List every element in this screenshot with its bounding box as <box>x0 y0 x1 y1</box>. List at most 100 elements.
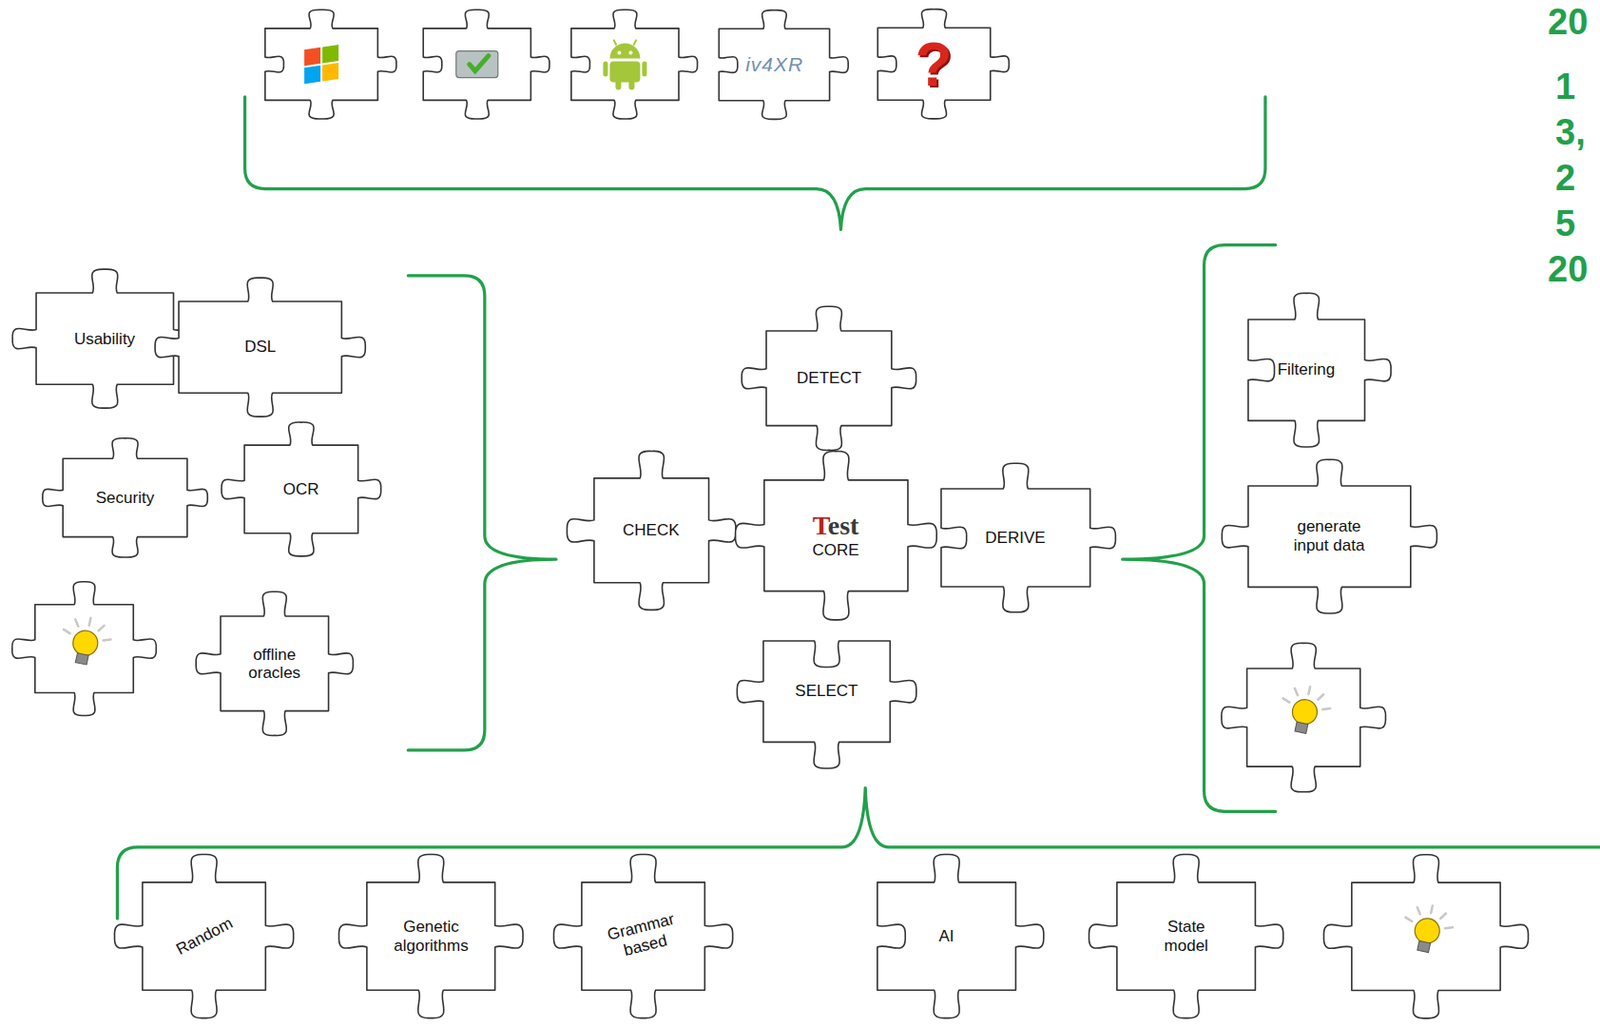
decor-shape <box>1417 940 1431 952</box>
decor-shape <box>70 628 100 658</box>
puzzle-piece: Filtering <box>1219 290 1393 449</box>
android-arm <box>602 61 608 78</box>
android-eye <box>616 51 621 56</box>
piece-icon <box>1276 681 1334 737</box>
piece-label: SELECT <box>794 681 858 701</box>
piece-body: iv4XR <box>718 28 829 101</box>
piece-outline <box>571 9 698 119</box>
piece-outline <box>12 581 157 716</box>
piece-label: Test <box>812 511 860 541</box>
decor-pieces <box>12 9 1529 1019</box>
piece-outline <box>1221 642 1387 792</box>
piece-outline <box>42 438 209 558</box>
piece-body: ? <box>877 28 990 101</box>
piece-outline <box>154 277 366 417</box>
puzzle-piece: OCR <box>219 420 384 559</box>
piece-label: Genetic algorithms <box>385 917 477 955</box>
piece-outline <box>741 306 916 450</box>
puzzle-piece: State model <box>1086 851 1286 1021</box>
slide-number: 3, <box>1555 114 1586 151</box>
decor-shape <box>1430 906 1433 914</box>
piece-outline <box>423 9 550 119</box>
puzzle-piece: generate input data <box>1219 457 1440 616</box>
android-antenna <box>633 39 637 46</box>
decor-shape <box>322 44 339 63</box>
puzzle-piece: Security <box>40 436 210 560</box>
piece-body: Filtering <box>1248 319 1366 421</box>
piece-outline <box>877 9 1009 119</box>
piece-body: State model <box>1117 882 1256 990</box>
piece-label: CHECK <box>622 520 680 540</box>
slide-number: 20 <box>1547 3 1588 40</box>
piece-outline <box>265 9 397 119</box>
piece-label: Filtering <box>1277 360 1335 380</box>
decor-shape <box>89 617 92 626</box>
piece-label: Grammar based <box>598 908 687 964</box>
piece-outline <box>553 854 733 1019</box>
slide-number: 2 <box>1555 159 1576 196</box>
piece-body: DERIVE <box>941 488 1091 587</box>
check-mark <box>469 56 489 72</box>
puzzle-piece: ? <box>857 7 1011 121</box>
piece-icon <box>304 44 339 84</box>
piece-body: DETECT <box>766 330 892 426</box>
decor-shape <box>1405 917 1413 922</box>
piece-outline <box>736 640 917 769</box>
android-leg <box>615 80 621 91</box>
slide-number: 5 <box>1555 205 1576 242</box>
android-eye <box>628 51 633 56</box>
puzzle-piece: offline oracles <box>193 589 356 738</box>
piece-label: AI <box>938 926 954 946</box>
piece-label: DETECT <box>796 368 862 388</box>
puzzle-piece: Genetic algorithms <box>336 851 526 1021</box>
piece-outline <box>718 9 849 119</box>
android-head <box>609 43 640 59</box>
puzzle-piece: AI <box>847 851 1046 1021</box>
piece-label: Usability <box>74 329 135 349</box>
decor-shape <box>75 653 89 665</box>
piece-outline <box>877 854 1044 1019</box>
lightbulb-icon <box>57 613 115 669</box>
windows-logo <box>304 44 339 84</box>
lightbulb-icon <box>1399 900 1457 956</box>
decor-piece <box>1221 642 1387 792</box>
decor-shape <box>1293 688 1300 695</box>
piece-icon <box>57 613 115 669</box>
slide-number: 1 <box>1555 68 1576 105</box>
decor-piece <box>265 9 397 119</box>
piece-icon <box>456 51 499 78</box>
piece-label: DSL <box>244 337 276 357</box>
piece-outline <box>115 854 294 1019</box>
piece-outline <box>734 451 937 620</box>
brackets <box>116 96 1600 919</box>
piece-body: Grammar based <box>580 882 704 990</box>
piece-outline <box>221 422 382 557</box>
piece-body: Security <box>62 459 188 538</box>
decor-piece <box>12 581 157 716</box>
decor-shape <box>1322 706 1331 711</box>
decor-shape <box>98 624 105 632</box>
puzzle-piece: SELECT <box>734 612 919 771</box>
piece-body: DSL <box>178 301 342 393</box>
piece-label: offline oracles <box>240 645 309 683</box>
decor-shape <box>1282 697 1291 702</box>
puzzle-piece: Random <box>112 851 296 1021</box>
piece-body: OCR <box>244 444 359 534</box>
piece-body: AI <box>877 882 1017 990</box>
piece-body: TestCORE <box>764 480 908 592</box>
piece-label: State model <box>1157 917 1215 955</box>
piece-icon <box>602 39 647 91</box>
piece-outline <box>1248 292 1391 447</box>
piece-label: ? <box>915 34 953 96</box>
decor-shape <box>62 629 71 634</box>
decor-shape <box>103 637 112 642</box>
piece-label: DERIVE <box>984 528 1045 548</box>
decor-shape <box>1440 912 1446 920</box>
piece-outline <box>566 451 736 611</box>
decor-shape <box>1308 686 1311 694</box>
android-leg <box>628 80 635 91</box>
piece-icon <box>1399 900 1457 956</box>
decor-shape <box>1317 693 1324 700</box>
piece-body: SELECT <box>763 640 890 742</box>
decor-shape <box>322 62 339 81</box>
